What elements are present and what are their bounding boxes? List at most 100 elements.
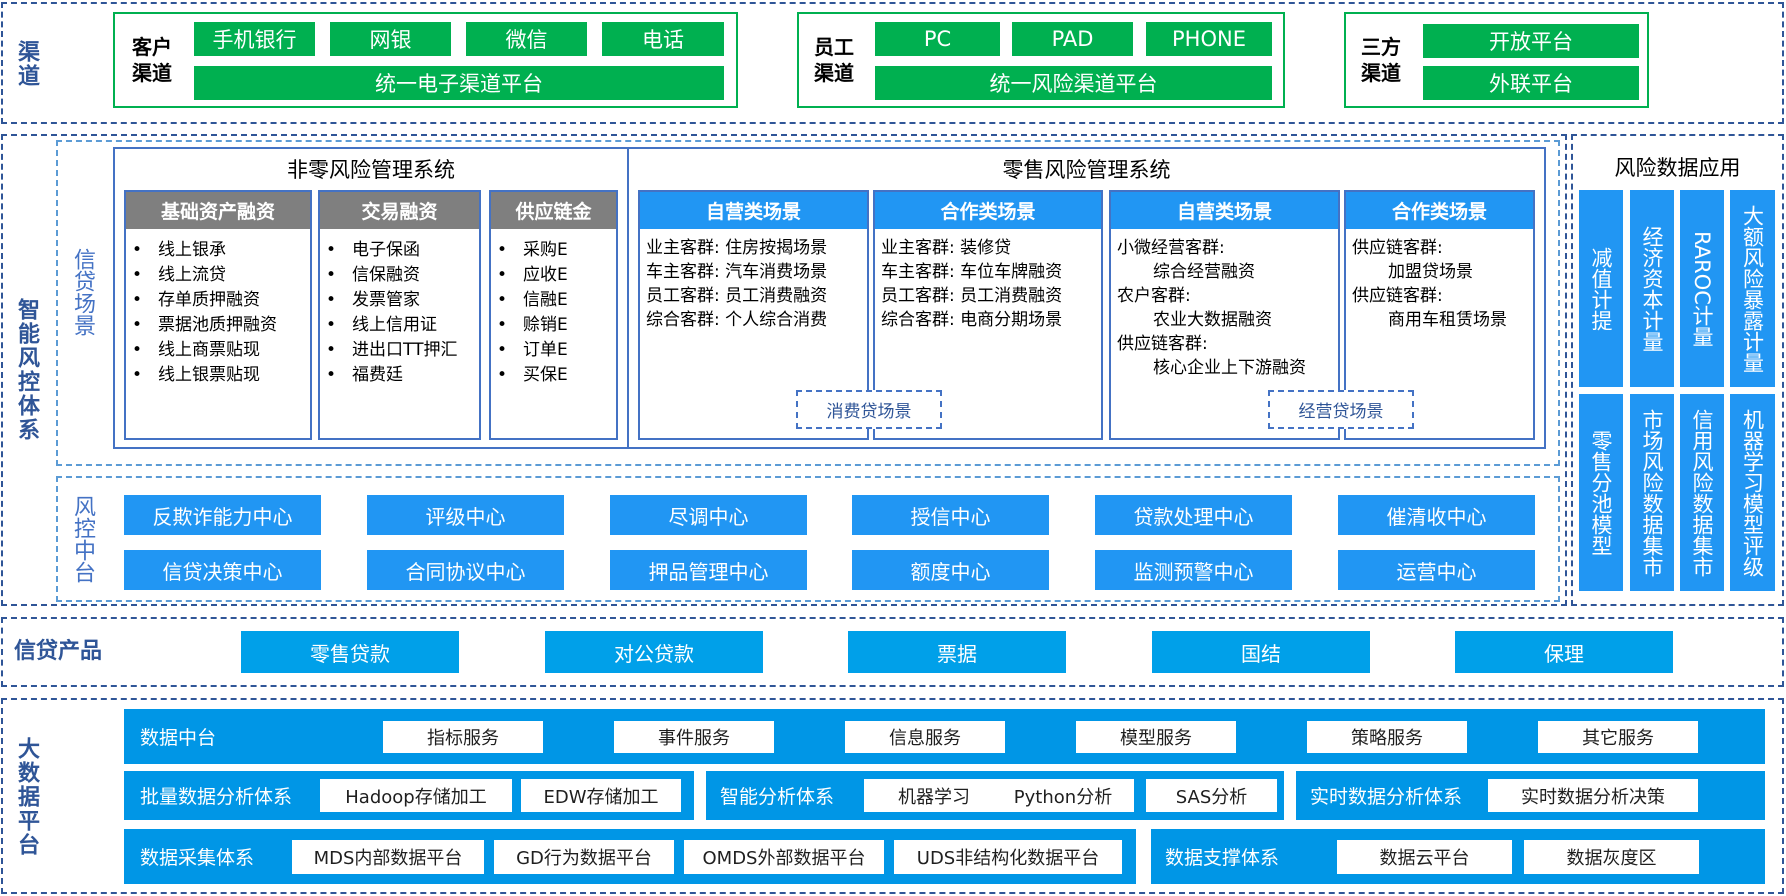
unified-risk-channel-platform[interactable]: 统一风险渠道平台 [875,66,1272,100]
phone-device-button[interactable]: PHONE [1146,22,1272,56]
scene-line: 供应链客群: [1352,286,1443,306]
realtime-decision-button[interactable]: 实时数据分析决策 [1488,779,1698,812]
list-item: 福费廷 [326,363,479,388]
phone-button[interactable]: 电话 [602,22,724,56]
strategy-service[interactable]: 策略服务 [1307,721,1467,753]
retail-self-scene-head-1: 自营类场景 [640,192,867,229]
mds-button[interactable]: MDS内部数据平台 [292,840,484,874]
ml-model-rating-tile[interactable]: 机器学习模型评级 [1730,394,1775,591]
data-support-label: 数据支撑体系 [1165,847,1280,869]
large-exposure-tile[interactable]: 大额风险暴露计量 [1730,190,1775,387]
retail-loan-product[interactable]: 零售贷款 [241,631,459,673]
list-item: 买保E [497,363,616,388]
risk-data-app-section [1571,134,1784,606]
list-item: 线上信用证 [326,313,479,338]
customer-channel-group [113,12,738,108]
model-service[interactable]: 模型服务 [1076,721,1236,753]
anti-fraud-center[interactable]: 反欺诈能力中心 [124,495,321,535]
due-diligence-center[interactable]: 尽调中心 [610,495,807,535]
channel-section [1,2,1784,124]
rating-center[interactable]: 评级中心 [367,495,564,535]
list-item: 赊销E [497,313,616,338]
scene-line: 供应链客群: [1117,334,1208,354]
retail-coop-scene-lines-2: 供应链客群: 加盟贷场景 供应链客群: 商用车租赁场景 [1346,236,1533,346]
list-item: 存单质押融资 [132,288,310,313]
wechat-button[interactable]: 微信 [466,22,587,56]
hadoop-button[interactable]: Hadoop存储加工 [320,779,512,812]
trade-financing-list: 电子保函 信保融资 发票管家 线上信用证 进出口TT押汇 福费廷 [320,232,479,432]
credit-products-label: 信贷产品 [14,639,103,664]
impairment-tile[interactable]: 减值计提 [1579,190,1623,387]
factoring-product[interactable]: 保理 [1455,631,1673,673]
pc-button[interactable]: PC [875,22,1000,56]
scene-line: 业主客群: 装修贷 [881,238,1012,258]
list-item: 发票管家 [326,288,479,313]
retail-coop-scene-head-2: 合作类场景 [1346,192,1533,229]
limit-center[interactable]: 额度中心 [852,550,1049,590]
unified-e-channel-platform[interactable]: 统一电子渠道平台 [194,66,724,100]
info-service[interactable]: 信息服务 [845,721,1005,753]
open-platform-button[interactable]: 开放平台 [1423,24,1639,58]
machine-learning-button[interactable]: 机器学习 [864,779,1004,812]
mobile-banking-button[interactable]: 手机银行 [194,22,315,56]
employee-channel-group [797,12,1285,108]
gd-button[interactable]: GD行为数据平台 [494,840,674,874]
pad-button[interactable]: PAD [1012,22,1133,56]
list-item: 线上流贷 [132,263,310,288]
collateral-center[interactable]: 押品管理中心 [610,550,807,590]
web-banking-button[interactable]: 网银 [330,22,451,56]
python-button[interactable]: Python分析 [992,779,1134,812]
data-cloud-button[interactable]: 数据云平台 [1337,840,1512,874]
risk-center-area [56,476,1560,602]
economic-capital-tile[interactable]: 经济资本计量 [1630,190,1674,387]
basic-asset-financing-card [124,190,312,440]
customer-channel-label: 客户 渠道 [132,35,172,85]
scene-line: 供应链客群: [1352,238,1443,258]
scene-line: 农业大数据融资 [1153,310,1272,330]
operation-center[interactable]: 运营中心 [1338,550,1535,590]
retail-self-scene-head-2: 自营类场景 [1111,192,1338,229]
credit-scenes-label: 信贷场景 [70,248,95,336]
indicator-service[interactable]: 指标服务 [383,721,543,753]
credit-products-section [1,617,1784,687]
supply-chain-finance-card [489,190,618,440]
collection-center[interactable]: 催清收中心 [1338,495,1535,535]
scene-line: 核心企业上下游融资 [1153,358,1306,378]
corporate-loan-product[interactable]: 对公贷款 [545,631,763,673]
big-data-section-label: 大数据平台 [14,737,39,857]
uds-button[interactable]: UDS非结构化数据平台 [894,840,1122,874]
retail-pool-model-tile[interactable]: 零售分池模型 [1579,394,1623,591]
intl-settlement-product[interactable]: 国结 [1152,631,1370,673]
supply-chain-finance-head: 供应链金 [491,192,616,229]
credit-scenes-area [56,140,1560,466]
risk-system-section [1,134,1567,606]
sas-button[interactable]: SAS分析 [1146,779,1277,812]
list-item: 线上商票贴现 [132,338,310,363]
external-platform-button[interactable]: 外联平台 [1423,66,1639,100]
non-retail-risk-system-title: 非零风险管理系统 [287,158,455,182]
scene-line: 车主客群: 汽车消费场景 [646,262,828,282]
data-gray-zone-button[interactable]: 数据灰度区 [1524,840,1699,874]
third-party-channel-label: 三方 渠道 [1361,35,1401,85]
other-service[interactable]: 其它服务 [1538,721,1698,753]
basic-asset-financing-list: 线上银承 线上流贷 存单质押融资 票据池质押融资 线上商票贴现 线上银票贴现 [126,232,310,432]
credit-grant-center[interactable]: 授信中心 [852,495,1049,535]
bill-product[interactable]: 票据 [848,631,1066,673]
contract-center[interactable]: 合同协议中心 [367,550,564,590]
event-service[interactable]: 事件服务 [614,721,774,753]
omds-button[interactable]: OMDS外部数据平台 [684,840,884,874]
loan-processing-center[interactable]: 贷款处理中心 [1095,495,1292,535]
consumer-loan-scene-tag[interactable]: 消费贷场景 [796,390,942,429]
data-collect-label: 数据采集体系 [140,847,255,869]
raroc-tile[interactable]: RAROC计量 [1680,190,1724,387]
list-item: 信保融资 [326,263,479,288]
scene-line: 业主客群: 住房按揭场景 [646,238,828,258]
credit-risk-mart-tile[interactable]: 信用风险数据集市 [1680,394,1724,591]
list-item: 线上银承 [132,238,310,263]
business-loan-scene-tag[interactable]: 经营贷场景 [1268,390,1414,429]
credit-decision-center[interactable]: 信贷决策中心 [124,550,321,590]
monitoring-warning-center[interactable]: 监测预警中心 [1095,550,1292,590]
risk-data-app-title: 风险数据应用 [1614,156,1741,180]
edw-button[interactable]: EDW存储加工 [521,779,681,812]
market-risk-mart-tile[interactable]: 市场风险数据集市 [1630,394,1674,591]
